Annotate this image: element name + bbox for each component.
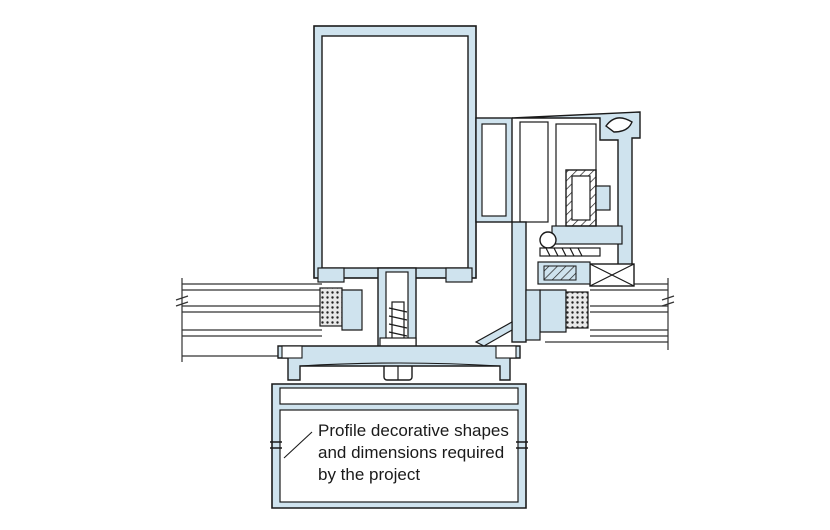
- main-mullion-profile: [313, 25, 477, 357]
- pressure-plate: [277, 345, 521, 381]
- internal-bracket: [565, 169, 611, 227]
- note-line-3: by the project: [318, 465, 420, 484]
- right-glazing-gasket: [525, 289, 589, 341]
- profile-note: Profile decorative shapes and dimensions…: [318, 421, 509, 484]
- left-glazing-gasket: [319, 287, 363, 331]
- decorative-cover-cap: [270, 383, 528, 509]
- right-spacer-block: [537, 261, 635, 287]
- note-line-2: and dimensions required: [318, 443, 504, 462]
- bracket-screw: [539, 231, 601, 257]
- left-glass-pane: [175, 278, 322, 362]
- note-line-1: Profile decorative shapes: [318, 421, 509, 440]
